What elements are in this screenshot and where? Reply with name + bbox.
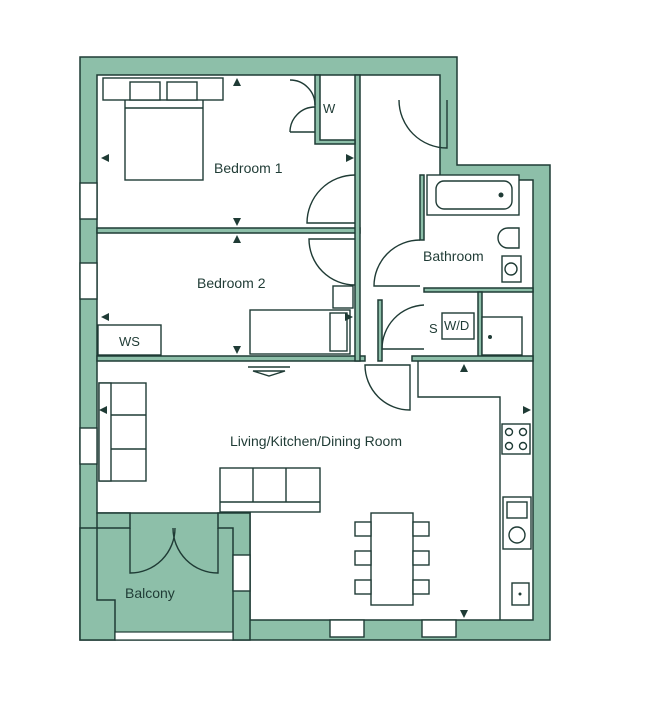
boiler-dot — [518, 592, 522, 596]
window-bedroom2 — [79, 262, 98, 300]
partition-vertical-left — [354, 74, 361, 362]
partition-bedrooms — [96, 227, 361, 234]
door-living — [364, 364, 411, 411]
partition-bed2-living — [96, 355, 366, 362]
chair-l3 — [354, 579, 372, 595]
marker-b1-bottom — [233, 218, 241, 226]
label-bathroom: Bathroom — [423, 248, 484, 264]
sink-bowl — [508, 526, 526, 544]
door-hall — [398, 99, 448, 149]
partition-bathroom-bottom — [423, 287, 534, 293]
sofa-left-back — [98, 382, 112, 482]
pillow-2 — [166, 81, 198, 101]
marker-b2-left — [101, 313, 109, 321]
partition-utility-left — [377, 299, 383, 362]
bedside-table — [332, 285, 354, 309]
marker-b1-right — [346, 154, 354, 162]
sofa-bottom-cushions — [220, 468, 320, 503]
dimension-markers — [99, 78, 531, 618]
door-balcony-right — [172, 527, 219, 574]
basin-bowl — [504, 262, 518, 276]
label-bedroom1: Bedroom 1 — [214, 160, 283, 176]
door-bedroom1 — [306, 174, 356, 224]
window-balcony — [232, 554, 251, 592]
bed-single-pillow — [329, 312, 348, 352]
hob-ring-4 — [518, 441, 528, 451]
chair-l1 — [354, 521, 372, 537]
balcony-floor-rail — [114, 631, 234, 641]
label-workspace: WS — [119, 334, 140, 349]
marker-b2-right — [345, 313, 353, 321]
door-bedroom2 — [308, 238, 356, 286]
marker-lv-top — [460, 364, 468, 372]
label-storage: S — [429, 321, 438, 336]
shower-drain — [488, 335, 492, 339]
ceiling-light — [248, 366, 290, 377]
window-bottom-2 — [421, 619, 457, 638]
sofa-left-cushions — [111, 414, 146, 450]
bed-double-headboard — [102, 77, 224, 101]
hob-ring-1 — [504, 427, 514, 437]
shower-tray — [481, 316, 523, 356]
hob — [501, 423, 531, 455]
hob-ring-3 — [504, 441, 514, 451]
window-bedroom1 — [79, 182, 98, 220]
hob-ring-2 — [518, 427, 528, 437]
marker-lv-bottom — [460, 610, 468, 618]
washer-dryer — [441, 312, 475, 340]
marker-lv-left — [99, 406, 107, 414]
partition-utility-bottom — [411, 355, 534, 362]
label-wardrobe: W — [323, 101, 336, 116]
marker-b1-top — [233, 78, 241, 86]
sink-drainer — [506, 501, 528, 519]
sofa-bottom — [219, 467, 321, 513]
marker-b2-bottom — [233, 346, 241, 354]
marker-b1-left — [101, 154, 109, 162]
window-bottom-1 — [329, 619, 365, 638]
bathtub-inner — [435, 180, 513, 210]
marker-b2-top — [233, 235, 241, 243]
door-bathroom — [373, 239, 421, 287]
pillow-1 — [129, 81, 161, 101]
chair-l2 — [354, 550, 372, 566]
label-balcony: Balcony — [125, 585, 175, 601]
partition-wardrobe — [314, 74, 356, 145]
balcony-wall — [96, 512, 131, 529]
window-living — [79, 427, 98, 465]
dining-table — [370, 512, 414, 606]
toilet — [497, 227, 520, 249]
balcony-edge — [79, 527, 116, 641]
door-wardrobe-2 — [289, 79, 316, 106]
door-wardrobe-1 — [289, 106, 316, 133]
door-storage — [381, 304, 425, 350]
chair-r3 — [412, 579, 430, 595]
partition-bathroom-left — [419, 174, 425, 241]
kitchen-counter — [417, 361, 501, 620]
chair-r1 — [412, 521, 430, 537]
workspace-desk — [97, 324, 162, 356]
bath-drain — [498, 192, 504, 198]
label-washer-dryer: W/D — [444, 318, 469, 333]
label-bedroom2: Bedroom 2 — [197, 275, 266, 291]
label-living: Living/Kitchen/Dining Room — [230, 433, 402, 449]
marker-lv-right — [523, 406, 531, 414]
chair-r2 — [412, 550, 430, 566]
